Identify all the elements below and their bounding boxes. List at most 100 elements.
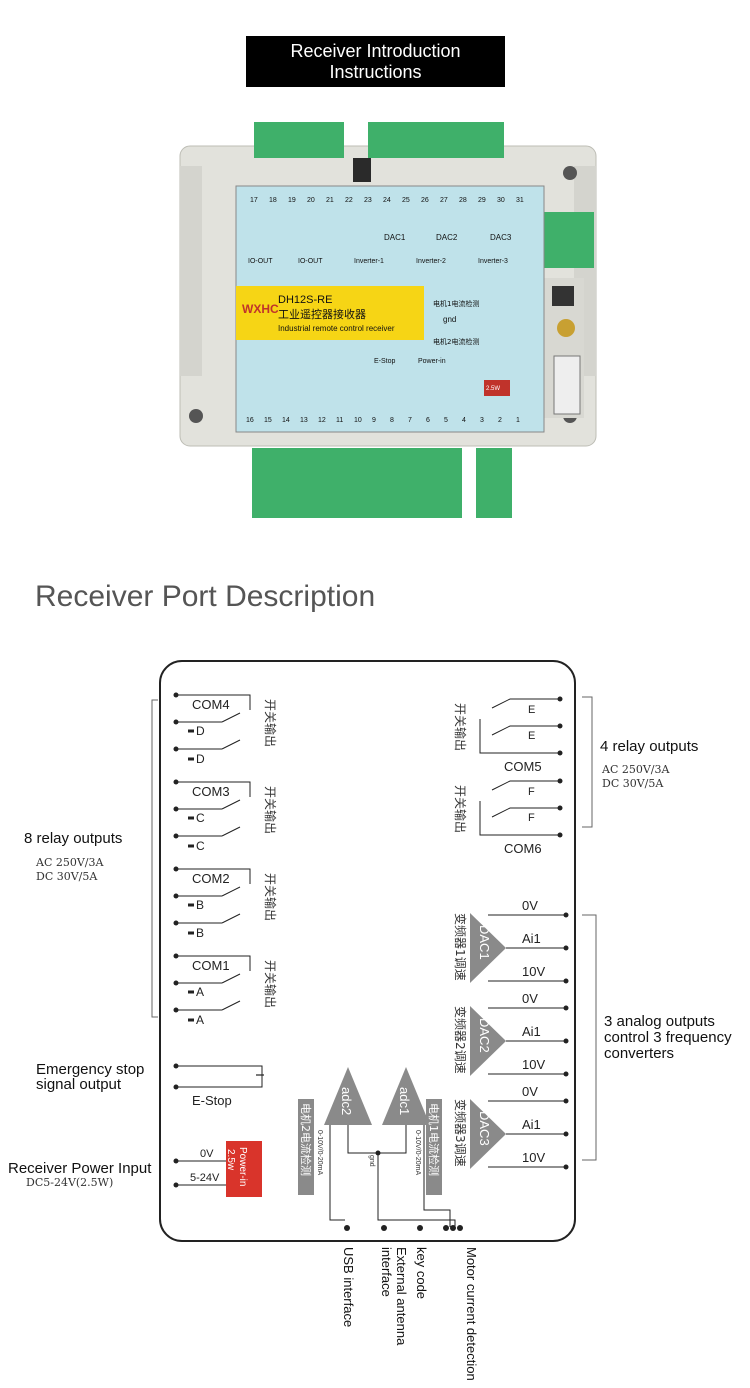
dac-label: DAC2 — [477, 1018, 492, 1053]
header-box: Receiver Introduction Instructions — [246, 36, 505, 87]
bottom-label-1: External antenna interface — [379, 1247, 409, 1346]
photo-io-out-2: IO-OUT — [298, 258, 323, 265]
photo-terminal-top: 19 — [288, 197, 296, 204]
bottom-label-0: USB interface — [341, 1247, 356, 1328]
dac-cn-label: 变频器3调速 — [453, 1099, 468, 1167]
dac-pin-label: 0V — [522, 1084, 538, 1099]
dac-pin-label: Ai1 — [522, 931, 541, 946]
photo-terminal-bottom: 14 — [282, 417, 290, 424]
relay-letter: A — [196, 985, 204, 999]
dac-label: DAC1 — [477, 925, 492, 960]
photo-io-out-1: IO-OUT — [248, 258, 273, 265]
relay-letter: B — [196, 926, 204, 940]
photo-dac1: DAC1 — [384, 233, 406, 242]
photo-inverter-3: Inverter-3 — [478, 258, 508, 265]
header-line-1: Receiver Introduction — [290, 41, 461, 61]
photo-terminal-bottom: 2 — [498, 417, 502, 424]
dac-outputs: DAC10VAi110V变频器1调速DAC20VAi110V变频器2调速DAC3… — [453, 898, 569, 1170]
top-terminal-blocks — [254, 122, 504, 182]
power-group-spec: DC5-24V(2.5W) — [26, 1176, 114, 1189]
right-group-title: 4 relay outputs — [600, 738, 699, 755]
photo-terminal-top: 31 — [516, 197, 524, 204]
photo-terminal-top: 26 — [421, 197, 429, 204]
gnd-label: gnd — [368, 1155, 375, 1167]
photo-terminal-top: 23 — [364, 197, 372, 204]
power-badge-2: 2.5w — [225, 1149, 236, 1171]
switch-output-label: 开关输出 — [263, 699, 278, 747]
com-label-com2: COM2 — [192, 871, 230, 886]
analog-group-title: 3 analog outputs control 3 frequency con… — [604, 1014, 732, 1062]
relay-letter: D — [196, 724, 205, 738]
photo-terminal-top: 20 — [307, 197, 315, 204]
left-group-title: 8 relay outputs — [24, 830, 123, 847]
photo-terminal-bottom: 5 — [444, 417, 448, 424]
photo-terminal-bottom: 7 — [408, 417, 412, 424]
right-group-spec-1: AC 250V/3A — [602, 763, 670, 776]
photo-name-cn: 工业遥控器接收器 — [278, 307, 366, 321]
adc-section: adc2 adc1 电机2电流检测 电机1电流检测 0-10V/0-20mA 0… — [298, 1067, 463, 1231]
header-line-2: Instructions — [329, 62, 422, 82]
right-group-spec-2: DC 30V/5A — [602, 777, 664, 790]
adc1-label: adc1 — [397, 1087, 412, 1115]
photo-terminal-top: 29 — [478, 197, 486, 204]
switch-output-label: 开关输出 — [453, 703, 468, 751]
relay-letter: C — [196, 839, 205, 853]
dac-pin-label: 10V — [522, 1150, 545, 1165]
dac-cn-label: 变频器1调速 — [453, 913, 468, 981]
switch-output-label: 开关输出 — [263, 786, 278, 834]
dac-cn-label: 变频器2调速 — [453, 1006, 468, 1074]
photo-terminal-top: 24 — [383, 197, 391, 204]
com-label-com3: COM3 — [192, 784, 230, 799]
photo-power: Power-in — [418, 358, 446, 365]
analog-line-3: converters — [604, 1045, 675, 1062]
photo-terminal-bottom: 6 — [426, 417, 430, 424]
photo-terminal-top: 25 — [402, 197, 410, 204]
bottom-label-3: Motor current detection — [464, 1247, 479, 1381]
photo-dac2: DAC2 — [436, 233, 458, 242]
estop-line-1: Emergency stop — [36, 1061, 145, 1078]
photo-terminal-bottom: 1 — [516, 417, 520, 424]
photo-terminal-bottom: 4 — [462, 417, 466, 424]
estop-line-2: signal output — [36, 1076, 122, 1093]
adc2-range: 0-10V/0-20mA — [316, 1130, 323, 1175]
photo-terminal-bottom: 13 — [300, 417, 308, 424]
power-5-24v: 5-24V — [190, 1172, 220, 1184]
photo-terminal-top: 30 — [497, 197, 505, 204]
photo-inverter-1: Inverter-1 — [354, 258, 384, 265]
photo-terminal-top: 17 — [250, 197, 258, 204]
relay-letter: E — [528, 730, 535, 742]
relay-letter: D — [196, 752, 205, 766]
photo-terminal-bottom: 9 — [372, 417, 376, 424]
power-group-title: Receiver Power Input — [8, 1160, 152, 1177]
switch-output-label: 开关输出 — [453, 785, 468, 833]
analog-line-2: control 3 frequency — [604, 1029, 732, 1046]
switch-output-label: 开关输出 — [263, 960, 278, 1008]
photo-model: DH12S-RE — [278, 294, 332, 306]
dac-pin-label: Ai1 — [522, 1024, 541, 1039]
photo-terminal-bottom: 16 — [246, 417, 254, 424]
photo-terminal-bottom: 15 — [264, 417, 272, 424]
dac-pin-label: 10V — [522, 964, 545, 979]
motor1-label: 电机1电流检测 — [427, 1103, 441, 1176]
estop-label: E-Stop — [192, 1093, 232, 1108]
photo-motor1: 电机1电流检测 — [433, 299, 479, 308]
photo-estop: E-Stop — [374, 358, 396, 365]
photo-terminal-top: 18 — [269, 197, 277, 204]
photo-gnd: gnd — [443, 315, 456, 324]
dac-pin-label: Ai1 — [522, 1117, 541, 1132]
relay-letter: F — [528, 786, 535, 798]
com-label-com6: COM6 — [504, 841, 542, 856]
relay-letter: C — [196, 811, 205, 825]
bottom-label-2: key code — [414, 1247, 429, 1300]
photo-inverter-2: Inverter-2 — [416, 258, 446, 265]
photo-terminal-bottom: 11 — [336, 417, 343, 424]
